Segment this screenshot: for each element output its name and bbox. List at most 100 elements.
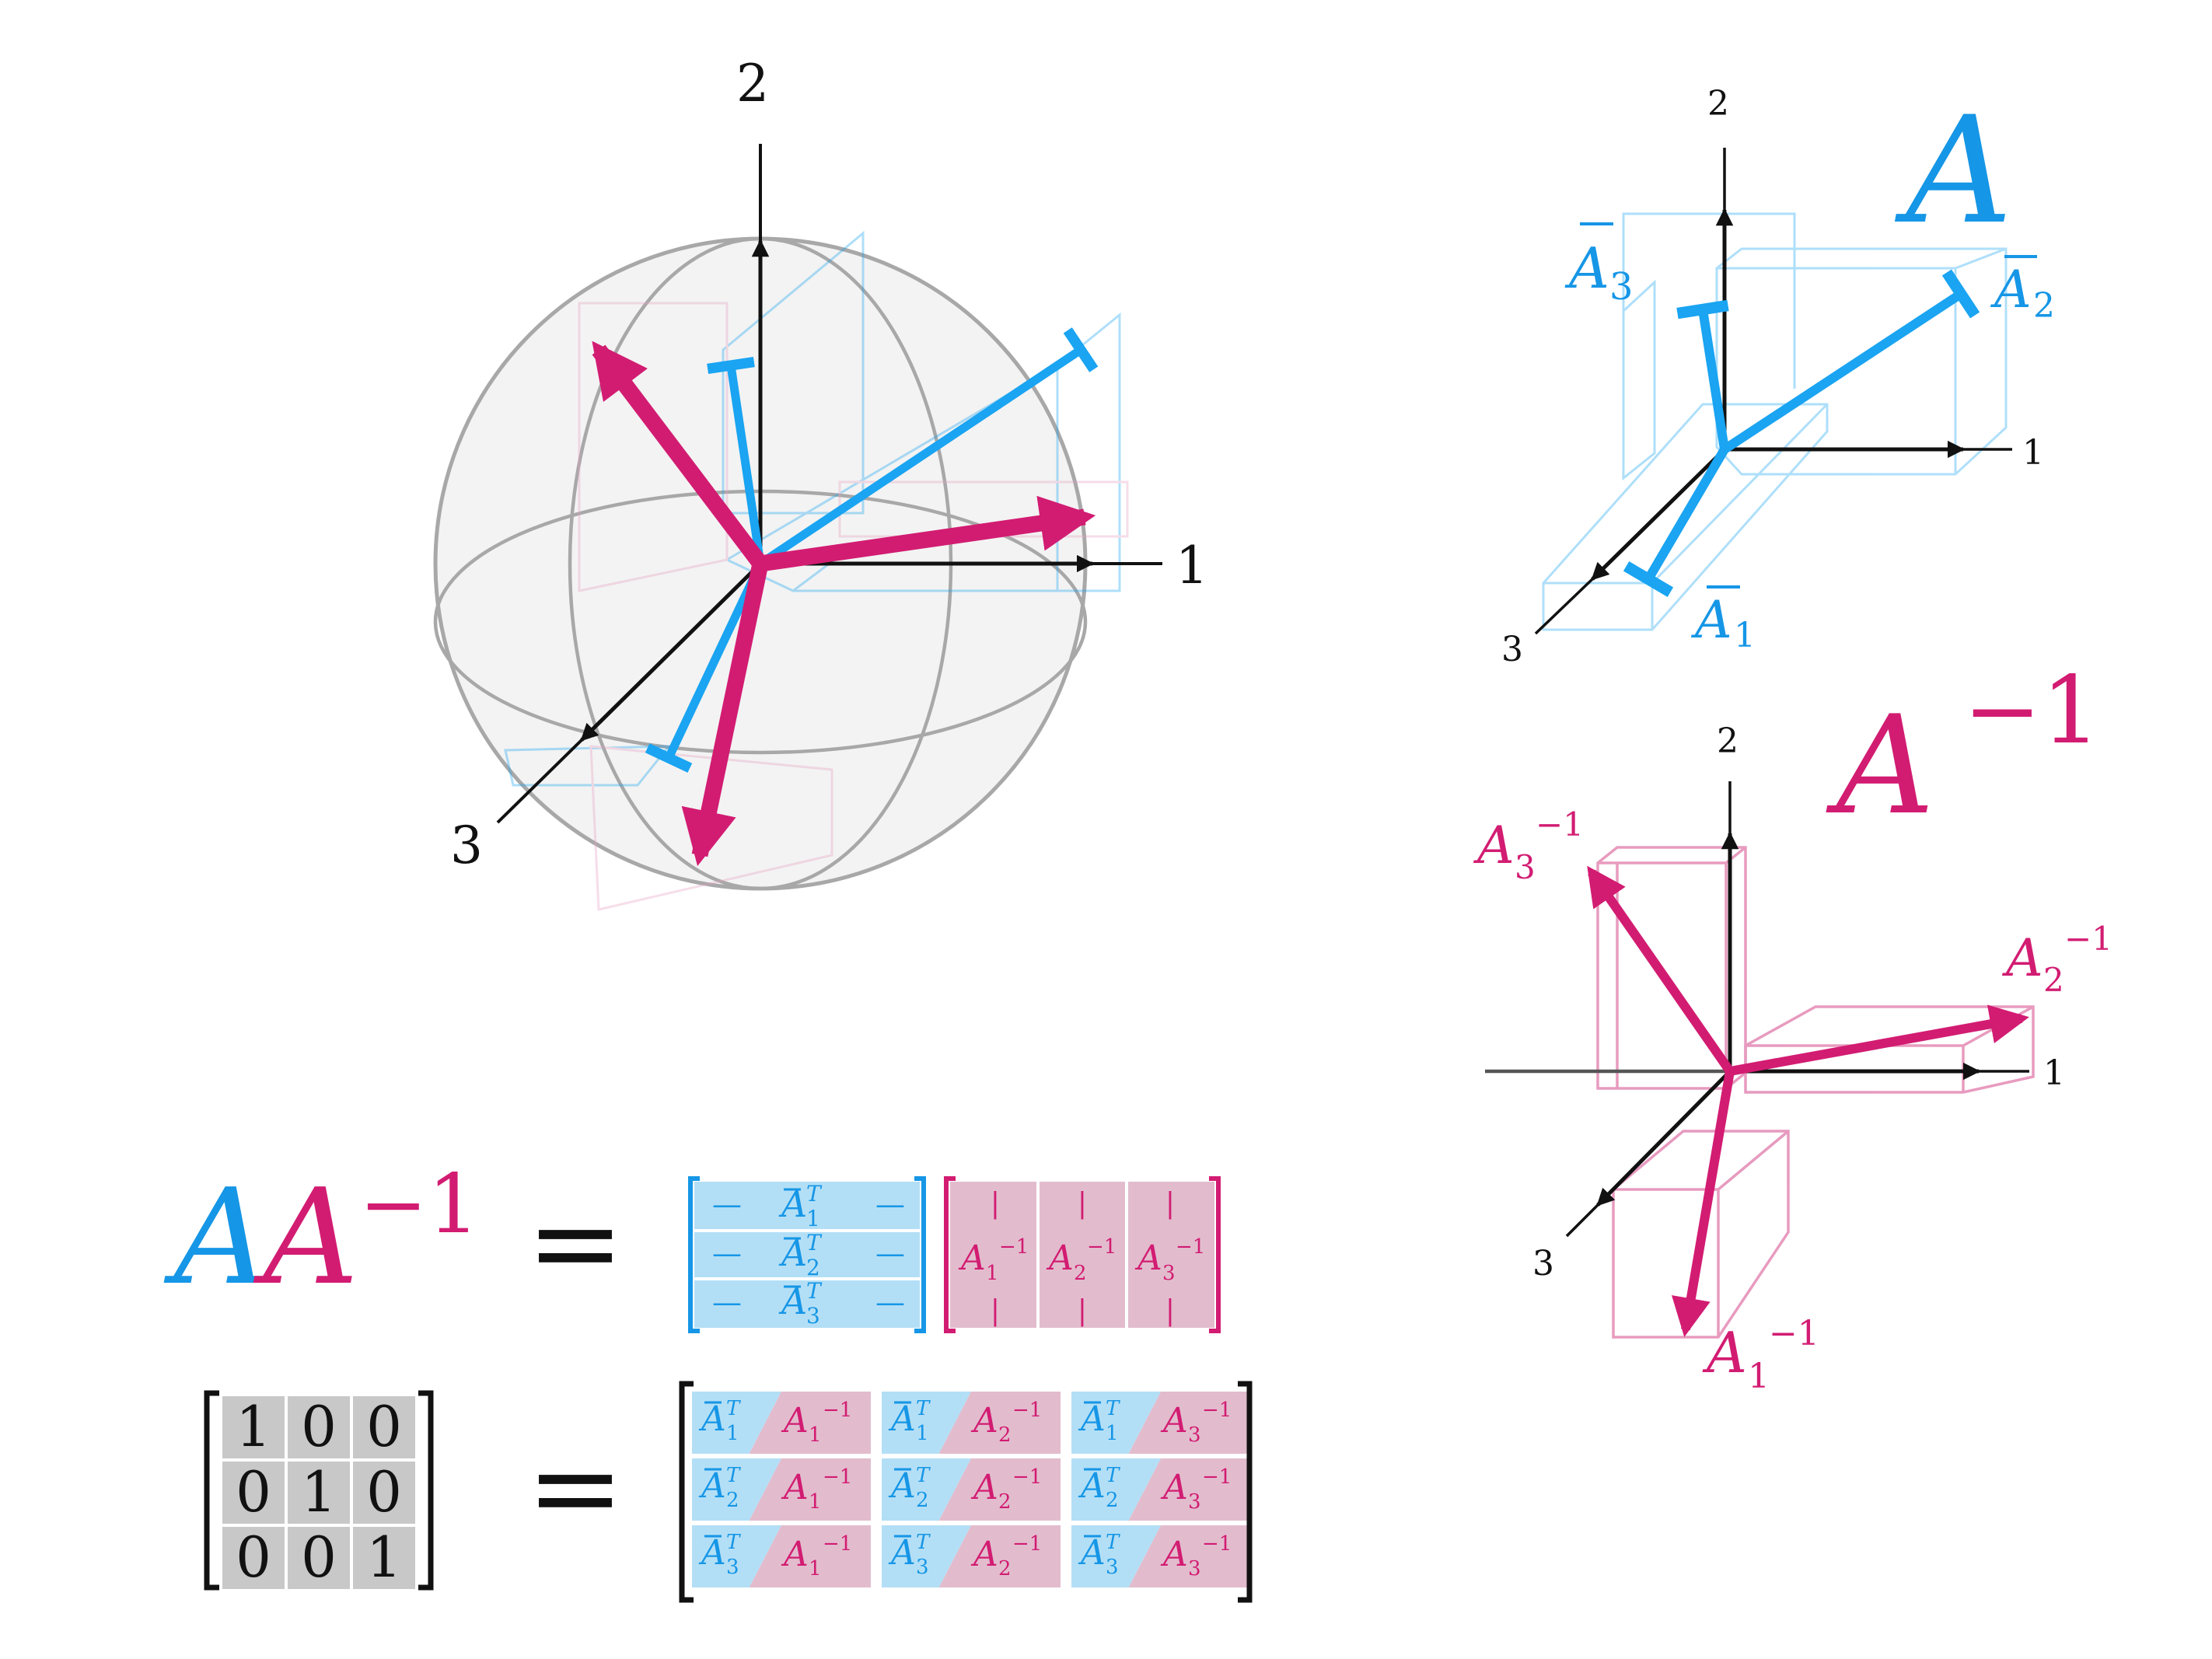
svg-text:A: A [2001,928,2043,988]
product-col-sup: −1 [1202,1399,1232,1422]
product-cell-row-part [692,1392,781,1454]
product-cell-col-part [749,1525,871,1587]
product-row-base: A [698,1533,726,1573]
sphere-col-Ainv3 [592,341,767,569]
panel-Ainv-axis-label-2: 2 [1717,721,1738,761]
svg-text:2: 2 [806,1255,820,1280]
svg-text:A: A [958,1238,986,1278]
identity-cell [288,1462,350,1524]
svg-text:A: A [1826,687,1934,845]
product-col-sub: 2 [998,1490,1012,1514]
eq1-lhs-Ainv: A [253,1161,359,1315]
product-col-base: A [970,1468,998,1507]
product-cell-row-part [1071,1392,1161,1454]
identity-cell-value: 0 [236,1525,271,1590]
product-col-sub: 2 [998,1557,1012,1580]
product-col-sup: −1 [1012,1399,1042,1422]
product-col-sup: −1 [1202,1465,1232,1489]
panel-Ainv-boxes [1596,846,2035,1339]
product-col-base: A [1160,1468,1188,1507]
product-row-sup: T [916,1531,931,1554]
product-row-sup: T [726,1464,741,1487]
product-cell-row-part [1071,1525,1161,1587]
identity-cell-value: 0 [236,1459,271,1525]
product-row-sup: T [1106,1531,1120,1554]
svg-text:|: | [1078,1188,1087,1220]
identity-cell-value: 1 [366,1525,402,1590]
product-cell-col-part [1128,1392,1250,1454]
product-col-base: A [970,1535,998,1574]
panel-A-axis-label-3: 3 [1501,630,1523,669]
product-cell-row-part [692,1458,781,1521]
svg-text:A: A [778,1232,807,1274]
svg-text:A: A [1564,236,1609,301]
product-cell-row-part [1071,1458,1161,1521]
identity-cell [353,1527,415,1589]
product-row-base: A [1078,1533,1106,1573]
svg-text:2: 2 [2043,961,2064,999]
product-row-base: A [698,1399,726,1439]
panel-Ainv-col-3 [1587,865,1734,1074]
svg-text:—: — [875,1236,905,1270]
identity-cell-value: 0 [301,1525,337,1590]
product-row-sup: T [726,1397,741,1420]
sphere-axis-3 [580,562,762,742]
product-col-base: A [781,1468,809,1507]
product-col-sup: −1 [1202,1532,1232,1556]
svg-text:|: | [991,1188,1000,1220]
identity-cell-value: 0 [301,1394,337,1459]
product-row-sub: 3 [726,1556,739,1579]
identity-cell [288,1527,350,1589]
product-col-sub: 1 [809,1557,822,1580]
eq1-lhs-A: A [164,1161,270,1315]
eq1-row-1: — A T 1 — [712,1181,905,1231]
panel-Ainv-label-2: A 2 −1 [2001,920,2112,999]
sphere-ghost-boxes [504,230,1129,911]
product-cell-col-part [1128,1458,1250,1521]
product-cell-col-part [938,1392,1061,1454]
identity-cell-value: 0 [366,1394,402,1459]
product-col-sub: 3 [1188,1423,1201,1447]
product-row-sub: 1 [726,1422,739,1445]
eq1-lhs-Ainv-sup: −1 [359,1157,480,1252]
eq2-equals: = [526,1420,624,1556]
product-col-sub: 1 [809,1423,822,1447]
svg-text:2: 2 [1074,1262,1087,1285]
product-col-sub: 3 [1188,1557,1201,1580]
ghost-box-blue-3 [504,745,672,787]
svg-text:A: A [1134,1238,1162,1278]
panel-A-title: A [1894,85,2012,257]
svg-text:—: — [875,1187,905,1221]
panel-Ainv-axis-3 [1596,1070,1732,1207]
product-cell-col-part [938,1525,1061,1587]
identity-cell [222,1462,285,1524]
eq1-col-1: | A 1 −1 | [958,1188,1029,1327]
svg-text:|: | [1078,1295,1087,1327]
panel-Ainv-col-1 [1671,1070,1735,1337]
eq1-col-matrix: | A 1 −1 | | A 2 −1 | | A 3 −1 | [944,1176,1221,1333]
sphere-row-A1 [645,561,764,773]
svg-text:3: 3 [1609,265,1634,309]
product-row-sup: T [1106,1397,1120,1420]
product-col-sub: 2 [998,1423,1012,1447]
svg-text:A: A [1702,1320,1747,1385]
svg-text:A: A [1690,590,1732,650]
svg-text:A: A [1473,816,1515,875]
product-row-sub: 3 [1106,1556,1119,1579]
svg-text:A: A [1990,260,2032,320]
panel-Ainv-label-3: A 3 −1 [1473,805,1584,886]
product-cell-col-part [749,1458,871,1521]
svg-text:1: 1 [1748,1357,1770,1396]
svg-text:—: — [875,1285,905,1319]
panel-Ainv-axis-label-1: 1 [2043,1053,2065,1093]
panel-A-label-A3: A 3 [1564,222,1634,309]
svg-text:1: 1 [986,1262,999,1285]
panel-Ainv-title: A −1 [1826,657,2101,845]
product-row-sup: T [916,1397,931,1420]
